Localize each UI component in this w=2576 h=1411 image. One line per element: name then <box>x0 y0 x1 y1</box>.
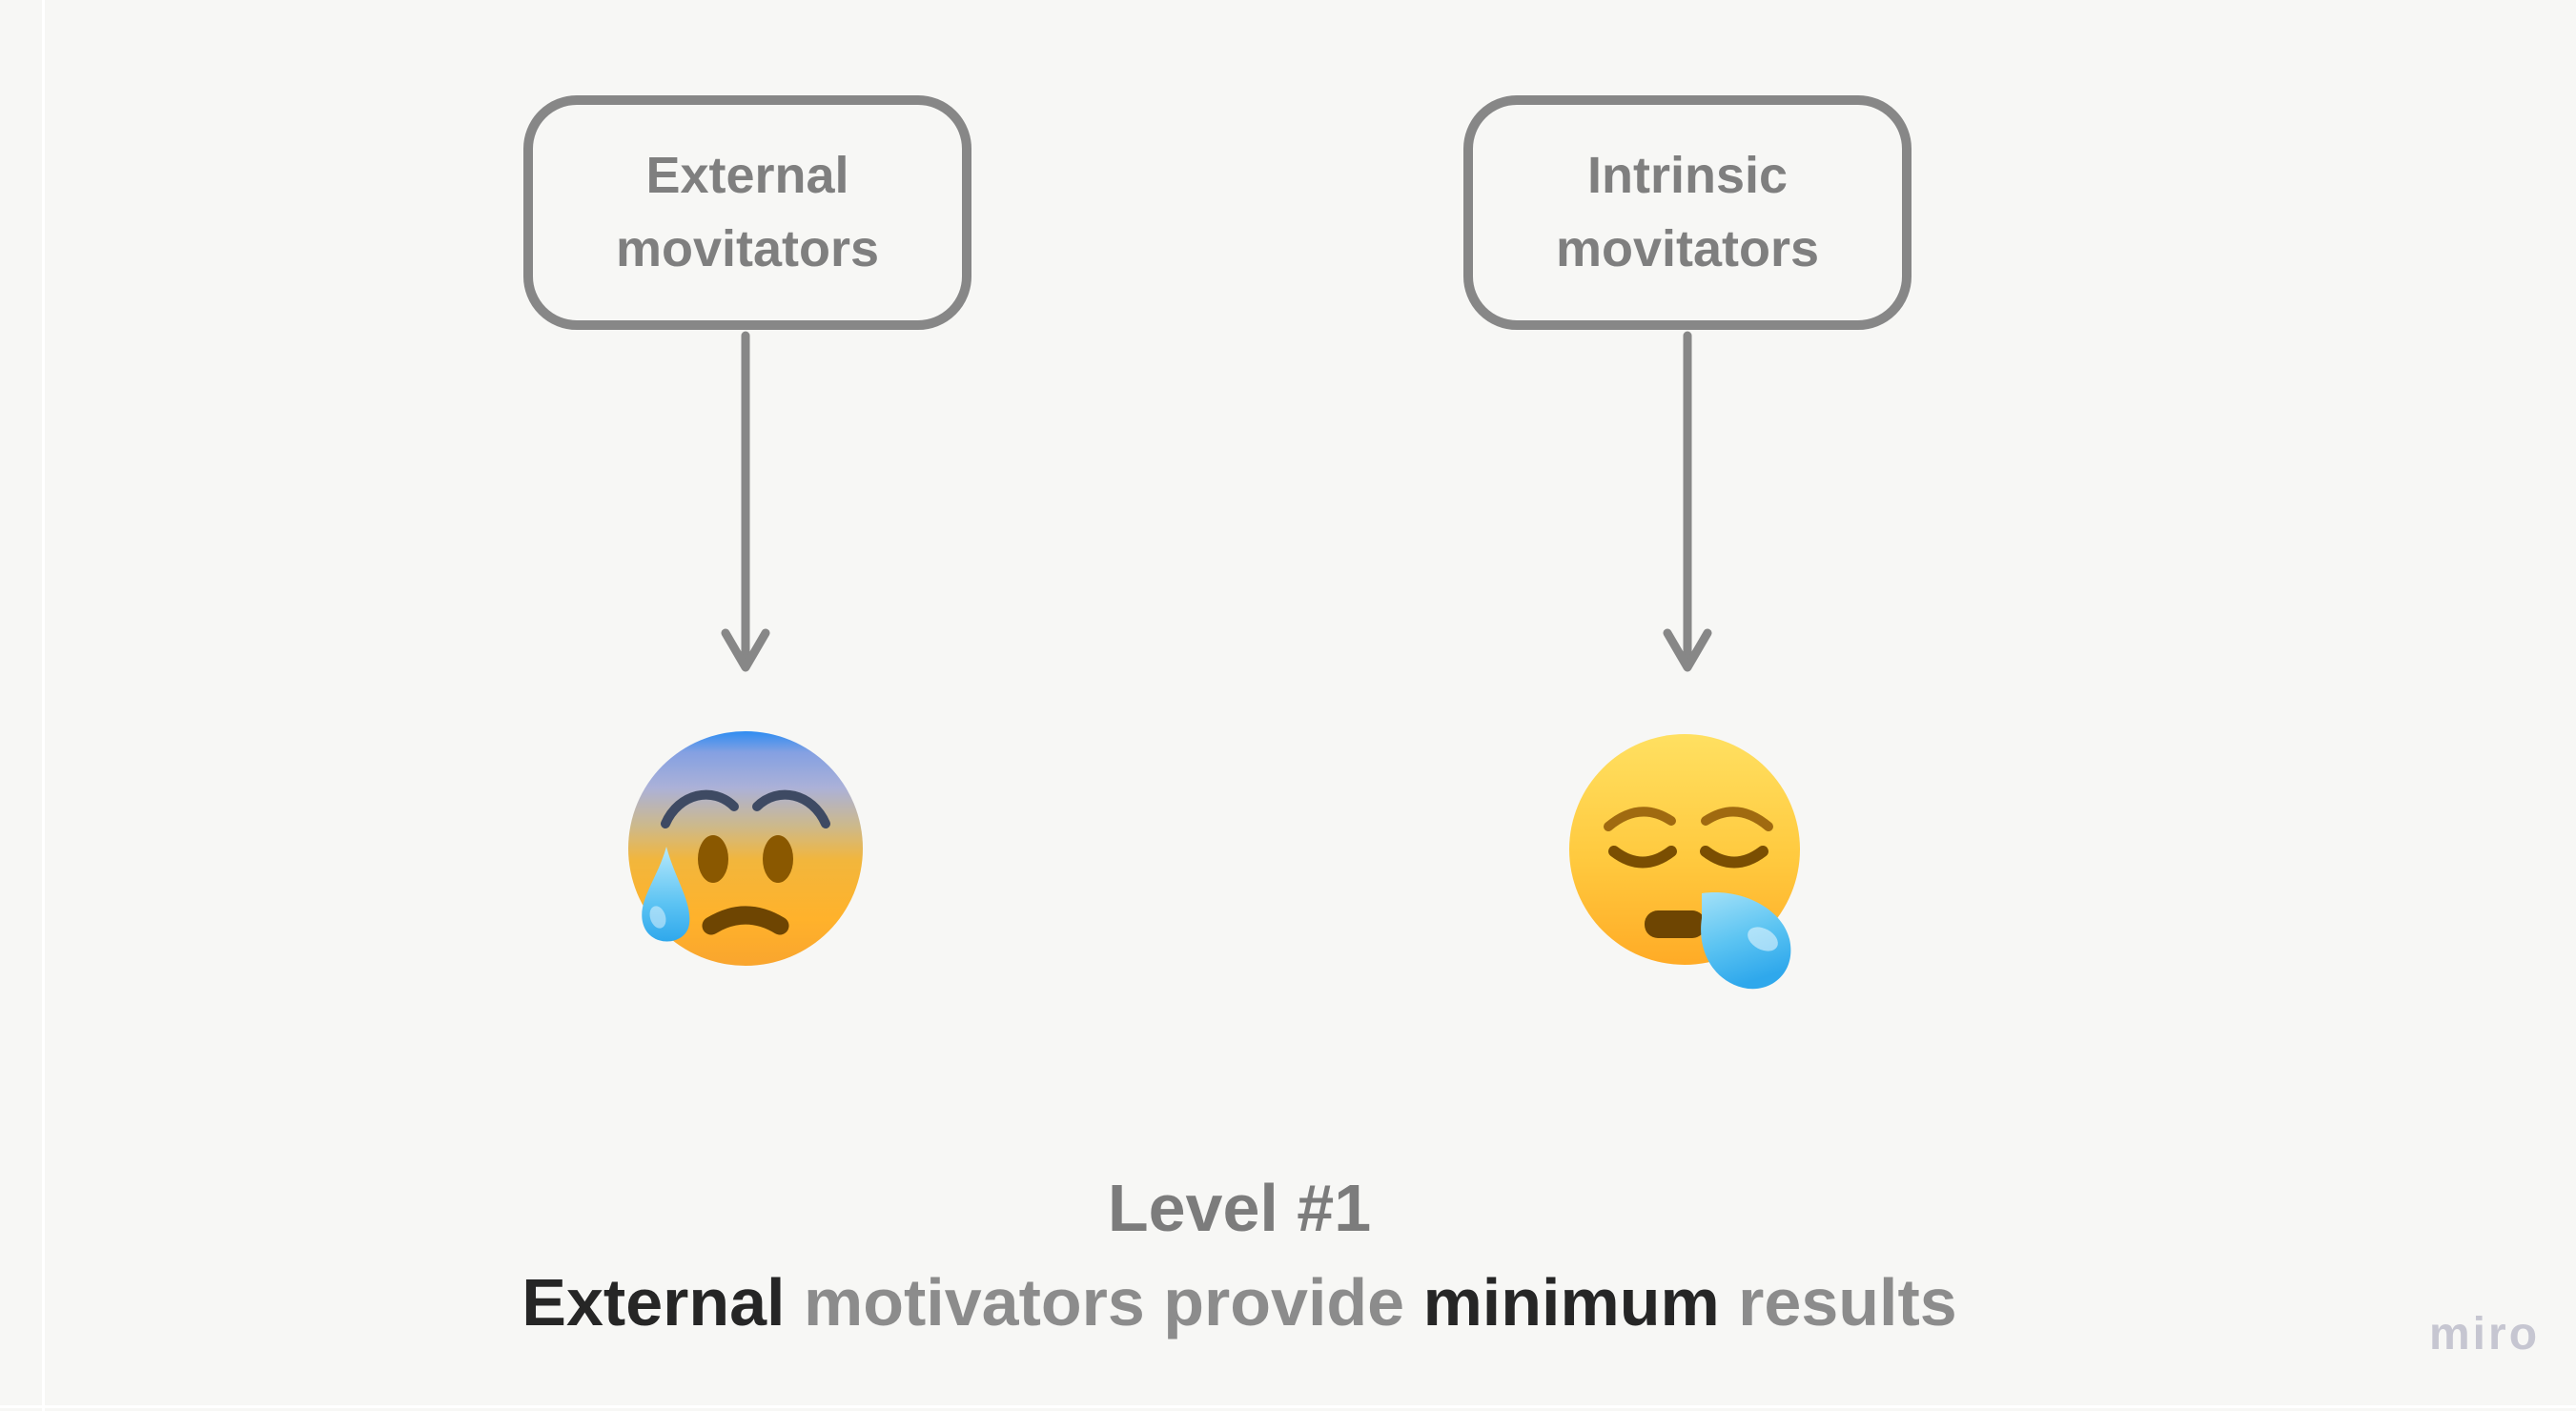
caption-word-external: External <box>521 1265 804 1340</box>
shape-intrinsic-motivators[interactable]: Intrinsic movitators <box>1463 95 1912 330</box>
caption-word-results: results <box>1738 1265 1957 1340</box>
anxious-face-with-cold-sweat-emoji[interactable] <box>622 723 871 976</box>
caption-text-block[interactable]: Level #1 External motivators provide min… <box>286 1161 2193 1351</box>
caption-level-heading: Level #1 <box>1107 1171 1372 1245</box>
sleepy-face-emoji[interactable] <box>1559 724 1818 1002</box>
frame-edge-horizontal <box>0 1405 2576 1408</box>
caption-description: External motivators provide minimum resu… <box>286 1256 2193 1350</box>
shape-intrinsic-label: Intrinsic movitators <box>1555 147 1820 277</box>
caption-word-minimum: minimum <box>1422 1265 1739 1340</box>
shape-external-motivators[interactable]: External movitators <box>523 95 971 330</box>
miro-watermark: miro <box>2429 1309 2541 1360</box>
caption-phrase-motivators-provide: motivators provide <box>803 1265 1423 1340</box>
arrow-external-to-emoji[interactable] <box>721 331 770 672</box>
frame-edge-vertical <box>42 0 45 1411</box>
shape-external-label: External movitators <box>615 147 880 277</box>
arrow-intrinsic-to-emoji[interactable] <box>1663 331 1712 672</box>
